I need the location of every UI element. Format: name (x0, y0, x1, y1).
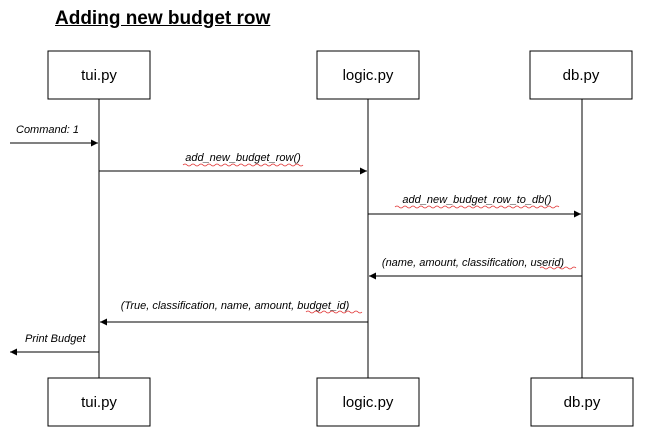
participant-label-db: db.py (563, 67, 600, 84)
participant-label-db-bottom: db.py (564, 394, 601, 411)
participant-box-bottom-tui: tui.py (47, 377, 151, 427)
participant-box-bottom-logic: logic.py (316, 377, 420, 427)
participant-box-top-db: db.py (529, 50, 633, 100)
message-label-return-logic: (True, classification, name, amount, bud… (121, 300, 350, 312)
participant-label-logic-bottom: logic.py (343, 394, 394, 411)
message-return-logic-to-tui: (True, classification, name, amount, bud… (100, 300, 368, 326)
message-add-new-budget-row: add_new_budget_row() (99, 152, 367, 175)
spellcheck-underline (394, 205, 560, 209)
message-label-command: Command: 1 (16, 124, 79, 136)
participant-box-top-logic: logic.py (316, 50, 420, 100)
spellcheck-underline (305, 310, 363, 314)
message-return-db-to-logic: (name, amount, classification, userid) (369, 257, 582, 280)
spellcheck-underline (539, 266, 577, 270)
participant-label-tui-bottom: tui.py (81, 394, 117, 411)
message-add-new-budget-row-to-db: add_new_budget_row_to_db() (368, 194, 581, 218)
message-print-budget: Print Budget (10, 333, 99, 356)
participant-box-top-tui: tui.py (47, 50, 151, 100)
diagram-title: Adding new budget row (55, 8, 271, 29)
participant-box-bottom-db: db.py (530, 377, 634, 427)
spellcheck-underline (182, 163, 304, 167)
participant-label-tui: tui.py (81, 67, 117, 84)
message-label-add-new-budget-row: add_new_budget_row() (185, 152, 301, 164)
message-label-add-new-budget-row-to-db: add_new_budget_row_to_db() (402, 194, 552, 206)
message-command-1: Command: 1 (10, 124, 98, 147)
message-label-print-budget: Print Budget (25, 333, 86, 345)
participant-label-logic: logic.py (343, 67, 394, 84)
message-label-return-db: (name, amount, classification, userid) (382, 257, 565, 269)
